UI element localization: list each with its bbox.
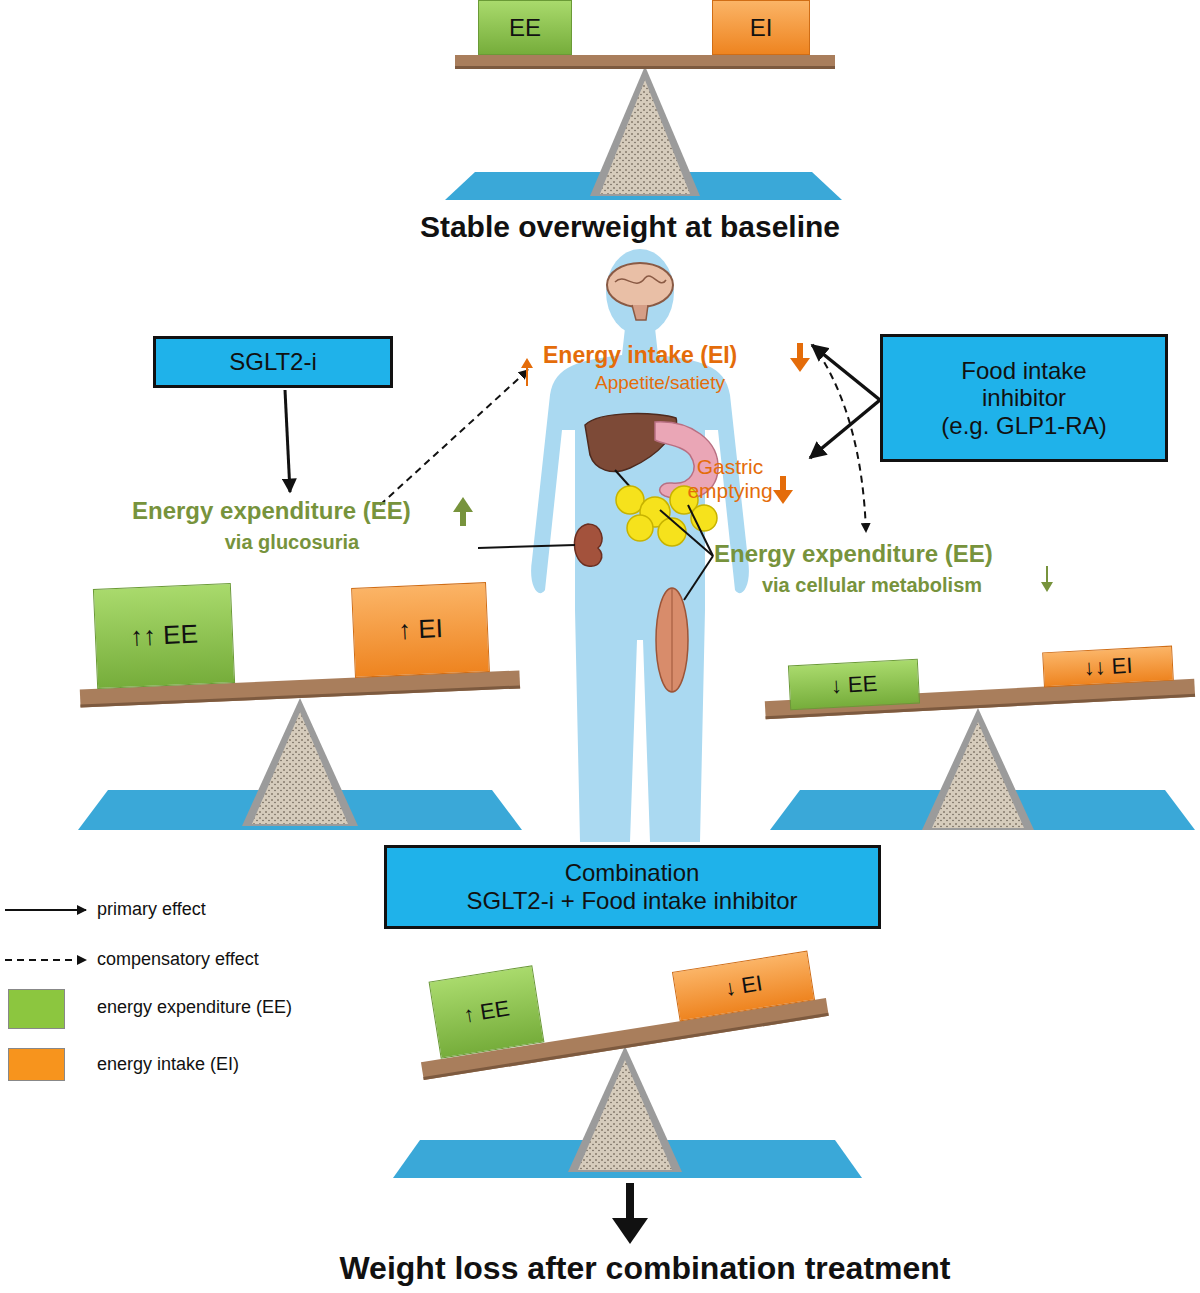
box-sublabel: (e.g. GLP1-RA) [941, 412, 1106, 440]
box-label: ↑ EI [397, 614, 443, 646]
fulcrums [242, 66, 1034, 1172]
torso [531, 328, 749, 842]
energy-expenditure-box: ↑ EE [428, 965, 544, 1058]
process-box: CombinationSGLT2-i + Food intake inhibit… [384, 845, 881, 929]
box-label: ↑↑ EE [129, 620, 198, 653]
seesaw-planks [80, 55, 1195, 1080]
legend-swatch [8, 989, 65, 1029]
box-label: SGLT2-i [229, 348, 317, 376]
result-text: Weight loss after combination treatment [265, 1250, 1025, 1287]
energy-intake-box: ↑ EI [351, 582, 490, 678]
box-label: ↓↓ EI [1083, 652, 1133, 680]
process-box: SGLT2-i [153, 336, 393, 388]
energy-expenditure-box: ↓ EE [788, 658, 920, 710]
effect-sublabel: via glucosuria [182, 531, 402, 554]
box-sublabel: SGLT2-i + Food intake inhibitor [466, 887, 797, 915]
box-label: ↓ EI [722, 971, 763, 1002]
box-label: EI [750, 14, 773, 42]
effect-sublabel: Appetite/satiety [550, 372, 770, 394]
energy-intake-box: ↓↓ EI [1042, 645, 1174, 687]
legend-swatch [8, 1048, 65, 1081]
box-label: Combination [565, 859, 700, 887]
leader-lines [478, 505, 713, 600]
effect-label: Gastric emptying [678, 455, 783, 503]
box-label: EE [509, 14, 541, 42]
box-label: ↑ EE [461, 996, 511, 1028]
energy-expenditure-box: EE [478, 0, 572, 55]
legend-text: primary effect [97, 899, 206, 920]
effect-label: Energy intake (EI) [543, 342, 737, 368]
seesaw-bases [78, 172, 1195, 1178]
legend-text: compensatory effect [97, 949, 259, 970]
caption-text: Stable overweight at baseline [330, 210, 930, 245]
legend-text: energy expenditure (EE) [97, 997, 292, 1018]
box-label: Food intake inhibitor [949, 357, 1099, 412]
kidney [574, 524, 602, 566]
effect-label: Energy expenditure (EE) [714, 540, 993, 568]
energy-intake-box: EI [712, 0, 810, 55]
legend-text: energy intake (EI) [97, 1054, 239, 1075]
process-box: Food intake inhibitor(e.g. GLP1-RA) [880, 334, 1168, 462]
box-label: ↓ EE [830, 670, 878, 698]
energy-expenditure-box: ↑↑ EE [93, 583, 235, 689]
effect-label: Energy expenditure (EE) [132, 497, 411, 525]
head [606, 249, 674, 335]
legend-samples [5, 910, 86, 960]
muscle [656, 588, 688, 692]
brain [607, 263, 673, 320]
result-arrow [612, 1183, 648, 1244]
effect-sublabel: via cellular metabolism [722, 574, 1022, 597]
